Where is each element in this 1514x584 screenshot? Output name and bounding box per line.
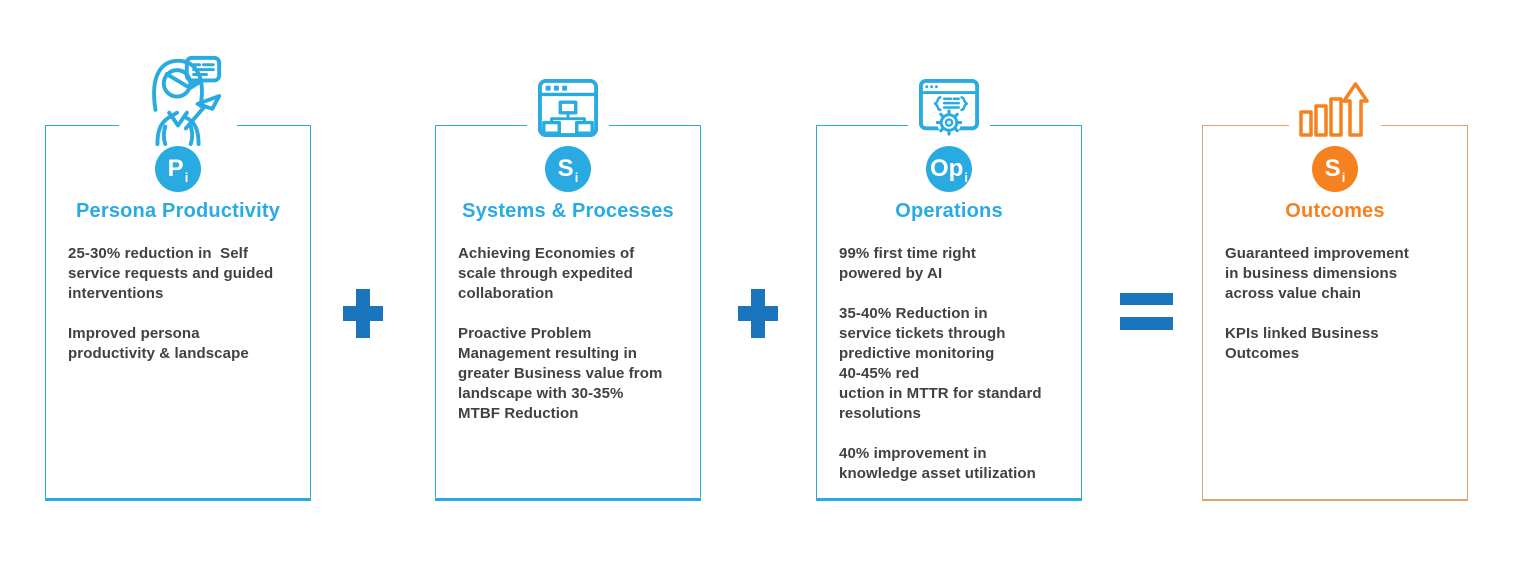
- bar-chart-up-arrow-icon: [1289, 81, 1381, 137]
- card-title: Outcomes: [1285, 200, 1385, 222]
- card-paragraph: 40% improvement in knowledge asset utili…: [839, 445, 1036, 482]
- card-title: Systems & Processes: [462, 200, 674, 222]
- badge-letter: Op: [930, 155, 964, 182]
- card-body: 25-30% reduction in Self service request…: [68, 244, 302, 384]
- badge-subscript: i: [574, 169, 579, 185]
- card-paragraph: 25-30% reduction in Self service request…: [68, 245, 274, 302]
- card-paragraph: Improved persona productivity & landscap…: [68, 325, 249, 362]
- equals-bottom-bar: [1120, 317, 1173, 330]
- plus-operator: +: [738, 289, 778, 338]
- badge-letter: P: [167, 155, 184, 182]
- plus-horizontal-bar: [738, 306, 778, 321]
- plus-operator: +: [343, 289, 383, 338]
- window-code-gear-icon: [908, 78, 990, 138]
- card-body: Achieving Economies of scale through exp…: [458, 244, 692, 444]
- badge-subscript: i: [184, 169, 189, 185]
- card-body: Guaranteed improvement in business dimen…: [1225, 244, 1459, 384]
- card-title: Operations: [895, 200, 1003, 222]
- badge-subscript: i: [964, 169, 968, 185]
- plus-horizontal-bar: [343, 306, 383, 321]
- card-title: Persona Productivity: [75, 200, 281, 222]
- window-sitemap-icon: [527, 78, 609, 138]
- badge-letter: S: [557, 155, 574, 182]
- badge-letter: S: [1324, 155, 1341, 182]
- badge-subscript: i: [1341, 169, 1346, 185]
- card-paragraph: Achieving Economies of scale through exp…: [458, 245, 635, 302]
- persona-speech-bubble-icon: [119, 54, 237, 146]
- card-body: 99% first time right powered by AI 35-40…: [839, 244, 1073, 504]
- equals-operator: =: [1120, 293, 1173, 330]
- equals-top-bar: [1120, 293, 1173, 305]
- card-paragraph: KPIs linked Business Outcomes: [1225, 325, 1379, 362]
- card-paragraph: 99% first time right powered by AI: [839, 245, 977, 282]
- card-paragraph: 35-40% Reduction in service tickets thro…: [839, 305, 1042, 422]
- card-paragraph: Guaranteed improvement in business dimen…: [1225, 245, 1409, 302]
- card-paragraph: Proactive Problem Management resulting i…: [458, 325, 663, 422]
